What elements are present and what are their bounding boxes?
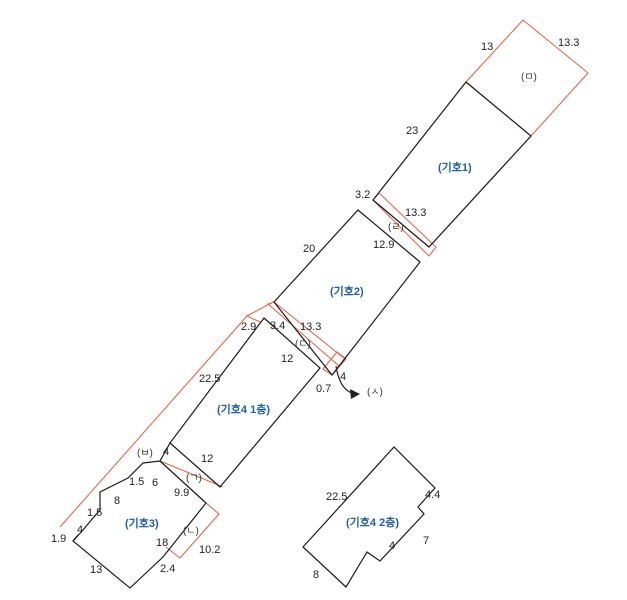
dim-label: 13.3 bbox=[300, 321, 321, 333]
area-bieup-inner-line bbox=[246, 315, 261, 323]
unit-2-outline bbox=[273, 209, 421, 376]
dim-label: 12.9 bbox=[373, 239, 394, 251]
unit-4-floor1-outline bbox=[169, 317, 321, 488]
dim-label: 0.7 bbox=[316, 383, 331, 395]
mark-rieul: (ㄹ) bbox=[388, 222, 404, 233]
dim-label: 1.5 bbox=[129, 476, 144, 488]
dim-label: 8 bbox=[114, 495, 120, 507]
mark-mieum: (ㅁ) bbox=[521, 72, 537, 83]
dim-label: 4 bbox=[389, 540, 395, 552]
area-nieun-outline bbox=[165, 502, 220, 559]
area-marks: (ㅁ) (ㄹ) (ㄷ) (ㅅ) (ㅂ) (ㄱ) (ㄴ) bbox=[137, 72, 537, 537]
area-giyeok-line bbox=[159, 460, 224, 488]
dim-label: 3.4 bbox=[270, 320, 285, 332]
dim-label: 4 bbox=[77, 524, 83, 536]
mark-bieup: (ㅂ) bbox=[137, 448, 153, 459]
unit-3-step bbox=[72, 534, 79, 542]
dim-label: 2.4 bbox=[160, 563, 175, 575]
dim-label: 13 bbox=[481, 41, 493, 53]
dim-label: 1.9 bbox=[51, 533, 66, 545]
dim-label: 4.4 bbox=[425, 489, 440, 501]
unit-1-outline bbox=[372, 81, 532, 248]
area-bieup-outline bbox=[59, 301, 274, 528]
dim-label: 1.5 bbox=[87, 507, 102, 519]
dim-label: 20 bbox=[303, 243, 315, 255]
dim-label: 12 bbox=[201, 453, 213, 465]
unit-4-floor2-label: (기호4 2층) bbox=[346, 515, 399, 529]
dim-label: 6 bbox=[152, 477, 158, 489]
dim-label: 13.3 bbox=[558, 37, 579, 49]
dim-label: 4 bbox=[340, 371, 346, 383]
dim-label: 18 bbox=[156, 537, 168, 549]
unit-4-floor1-step bbox=[159, 442, 171, 462]
unit-2-label: (기호2) bbox=[330, 284, 364, 298]
dim-label: 4 bbox=[163, 446, 169, 458]
dim-label: 23 bbox=[406, 125, 418, 137]
unit-1-label: (기호1) bbox=[438, 160, 472, 174]
unit-3-outline bbox=[72, 460, 207, 589]
mark-sios: (ㅅ) bbox=[367, 387, 383, 398]
dim-label: 9.9 bbox=[174, 487, 189, 499]
dim-label: 22.5 bbox=[199, 373, 220, 385]
dim-label: 10.2 bbox=[199, 544, 220, 556]
dim-label: 12 bbox=[281, 353, 293, 365]
dim-label: 2.9 bbox=[241, 321, 256, 333]
dim-label: 3.2 bbox=[355, 189, 370, 201]
mark-nieun: (ㄴ) bbox=[183, 526, 199, 537]
unit-4-floor1-label: (기호4 1층) bbox=[217, 402, 270, 416]
unit-4-floor2-outline bbox=[302, 446, 436, 588]
dim-label: 13.3 bbox=[405, 207, 426, 219]
direction-arrow bbox=[335, 365, 360, 399]
building-outlines bbox=[72, 81, 532, 589]
dim-label: 22.5 bbox=[326, 491, 347, 503]
unit-labels: (기호1) (기호2) (기호4 1층) (기호3) (기호4 2층) bbox=[125, 160, 472, 530]
dim-label: 13 bbox=[90, 564, 102, 576]
dim-label: 7 bbox=[423, 535, 429, 547]
dim-label: 8 bbox=[313, 569, 319, 581]
mark-giyeok: (ㄱ) bbox=[186, 473, 202, 484]
unit-3-label: (기호3) bbox=[125, 516, 159, 530]
mark-digeut: (ㄷ) bbox=[295, 339, 311, 350]
dimension-labels: 13 13.3 23 3.2 13.3 12.9 20 2.9 3.4 13.3… bbox=[51, 37, 579, 581]
